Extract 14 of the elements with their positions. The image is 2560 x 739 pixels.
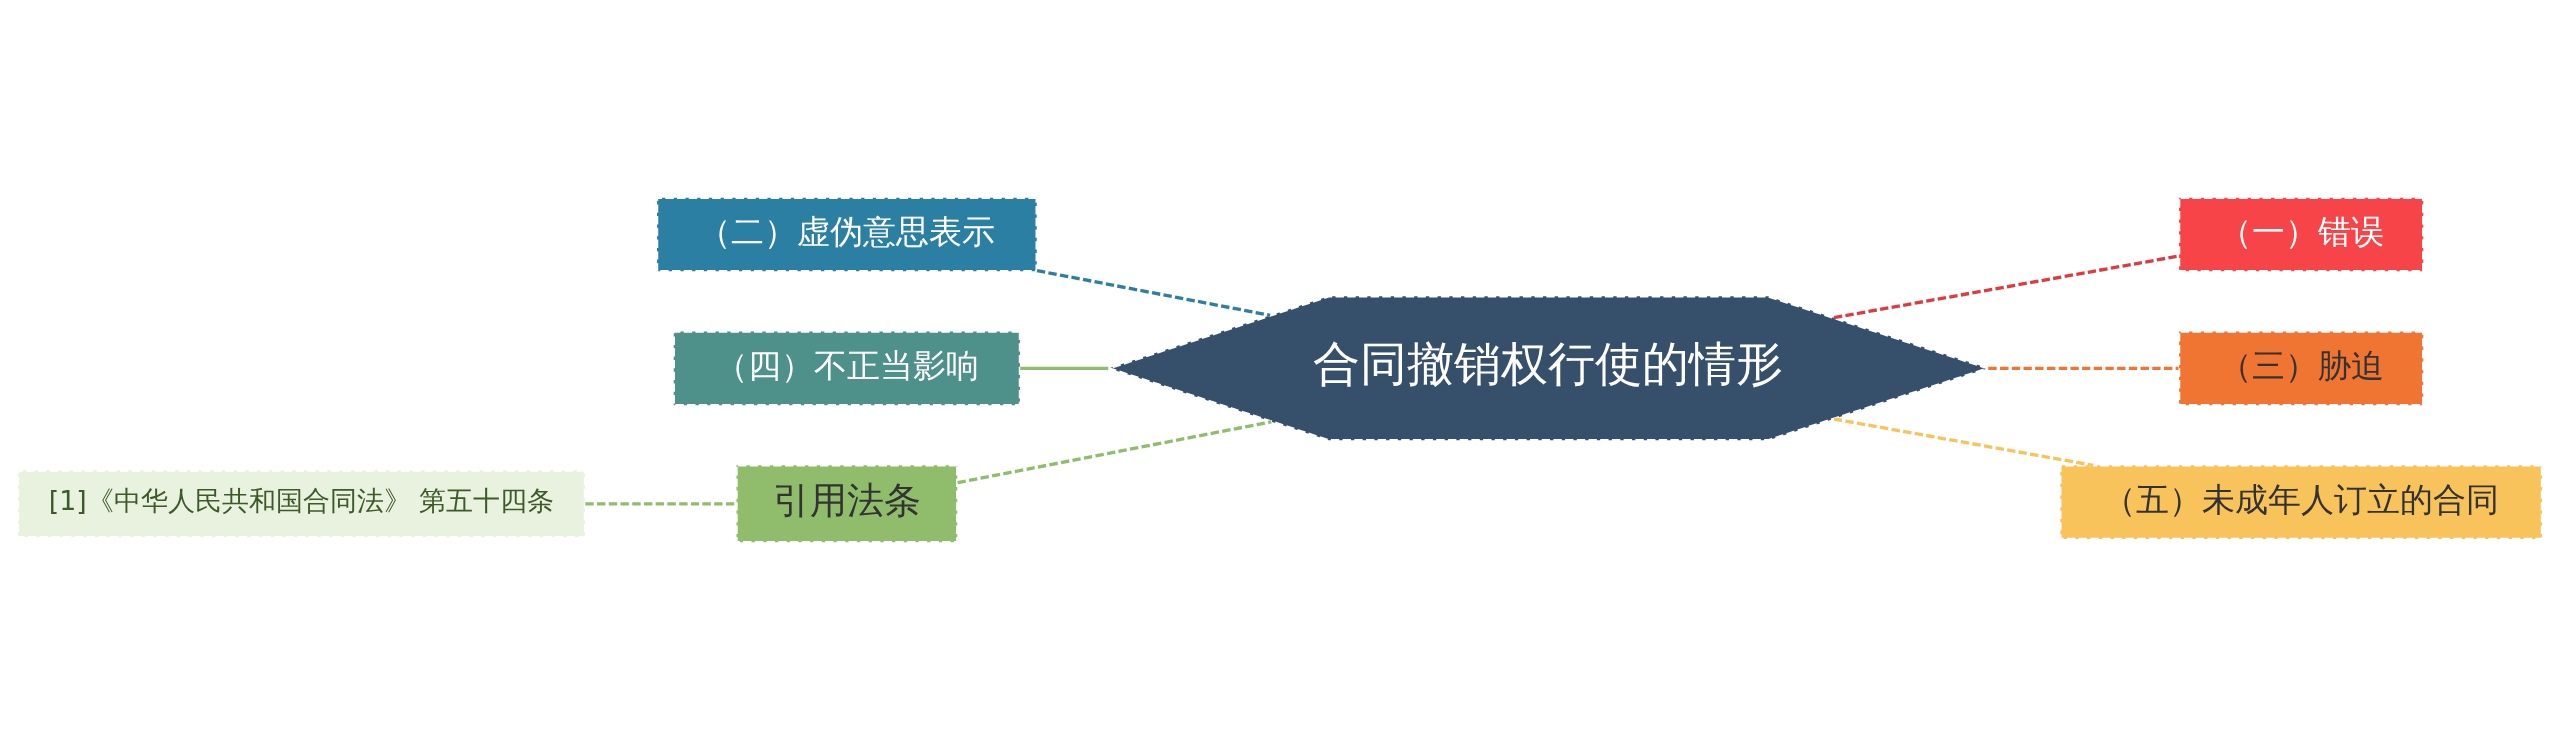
node-box: [1]《中华人民共和国合同法》 第五十四条 [16,468,587,539]
connector [585,501,737,505]
connector [1833,416,2094,467]
node-box: （一）错误 [2177,195,2425,273]
node-box: （三）胁迫 [2177,329,2425,406]
connector [957,419,1272,484]
connector [1833,253,2179,319]
connector [1988,366,2179,370]
connector [1020,366,1109,370]
connector [1036,268,1271,317]
node-box: 引用法条 [735,463,959,544]
node-box: （五）未成年人订立的合同 [2059,463,2544,540]
node-box: （四）不正当影响 [672,329,1022,406]
node-box: （二）虚伪意思表示 [655,195,1038,273]
